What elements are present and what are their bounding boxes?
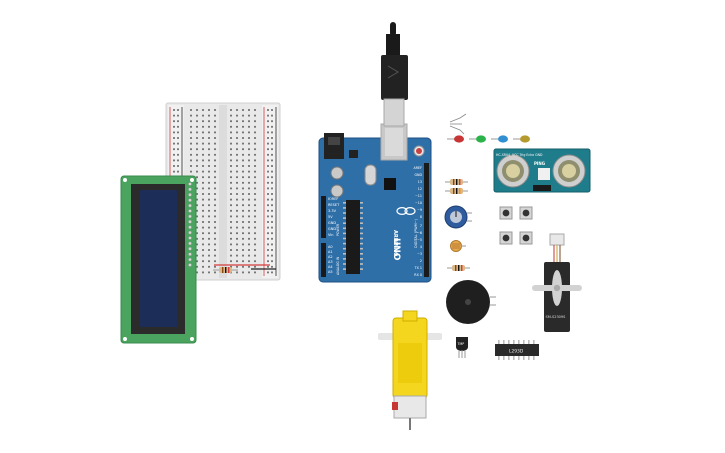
breadboard-resistor[interactable] — [213, 267, 238, 273]
svg-text:8: 8 — [420, 215, 422, 219]
svg-text:12: 12 — [418, 187, 422, 191]
arduino-uno[interactable]: IOREF RESET 3.3V 5V GND GND Vin A0 A1 A2… — [318, 123, 432, 283]
svg-text:~11: ~11 — [415, 194, 422, 198]
svg-text:RESET: RESET — [328, 203, 340, 207]
svg-text:A2: A2 — [328, 255, 333, 259]
svg-text:TX 1: TX 1 — [414, 266, 422, 270]
resistor-2[interactable] — [445, 188, 468, 194]
servo-label: SM-S2309S — [546, 315, 567, 319]
arduino-logo — [396, 207, 416, 216]
usb-cable[interactable] — [381, 22, 408, 127]
pushbutton-2[interactable] — [519, 206, 533, 220]
svg-text:A5: A5 — [328, 270, 333, 274]
svg-text:~9: ~9 — [417, 208, 422, 212]
svg-text:~3: ~3 — [417, 252, 422, 256]
potentiometer[interactable] — [444, 205, 472, 229]
arduino-power-label: POWER — [336, 223, 340, 236]
led-green[interactable] — [469, 135, 486, 143]
resistor-1[interactable] — [445, 179, 468, 185]
atmega-chip — [346, 200, 360, 274]
svg-text:13: 13 — [418, 180, 422, 184]
led-red[interactable] — [447, 135, 464, 143]
pushbutton-1[interactable] — [499, 206, 513, 220]
svg-text:AREF: AREF — [413, 166, 422, 170]
svg-text:IOREF: IOREF — [328, 197, 338, 201]
servo-motor[interactable]: SM-S2309S — [532, 233, 582, 332]
dc-gear-motor[interactable] — [378, 310, 442, 430]
component-leads-icon[interactable] — [449, 113, 467, 135]
svg-text:GND: GND — [414, 173, 422, 177]
power-jack[interactable] — [324, 133, 344, 159]
svg-text:A0: A0 — [328, 245, 333, 249]
svg-text:4: 4 — [420, 245, 422, 249]
arduino-model: UNO — [391, 238, 401, 261]
svg-text:3.3V: 3.3V — [328, 209, 337, 213]
lcd-screen — [140, 190, 177, 327]
svg-text:2: 2 — [420, 259, 422, 263]
svg-text:GND: GND — [328, 221, 336, 225]
svg-text:RX 0: RX 0 — [414, 273, 422, 277]
pushbutton-4[interactable] — [519, 231, 533, 245]
svg-text:A3: A3 — [328, 260, 333, 264]
lcd-pin-header[interactable] — [188, 182, 192, 267]
ultrasonic-chip-label: HC-SR04 — [496, 153, 510, 157]
svg-text:~6: ~6 — [417, 231, 422, 235]
arduino-digital-header-label: DIGITAL (PWM~) — [414, 218, 418, 248]
svg-text:7: 7 — [420, 224, 422, 228]
resistor-3[interactable] — [447, 265, 470, 271]
ultrasonic-vertical-label: PING — [534, 161, 545, 166]
arduino-analog-label: ANALOG IN — [336, 256, 340, 275]
svg-text:GND: GND — [328, 227, 336, 231]
svg-text:A4: A4 — [328, 265, 333, 269]
svg-text:5V: 5V — [328, 215, 333, 219]
led-yellow[interactable] — [513, 135, 530, 143]
motor-driver-label: L293D — [509, 349, 524, 355]
svg-text:Vin: Vin — [328, 233, 334, 237]
arduino-pin-labels-right: AREF GND 13 12 ~11 ~10 ~9 8 7 ~6 ~5 4 ~3… — [413, 166, 422, 277]
photoresistor[interactable] — [450, 240, 467, 252]
arduino-pin-labels-left: IOREF RESET 3.3V 5V GND GND Vin A0 A1 A2… — [328, 197, 340, 274]
arduino-brand: ARDUINO — [392, 230, 398, 256]
ultrasonic-header-label: VCC Trig Echo GND — [512, 153, 543, 157]
lcd-display[interactable] — [120, 175, 197, 344]
svg-text:A1: A1 — [328, 250, 333, 254]
svg-text:~10: ~10 — [415, 201, 422, 205]
temperature-sensor[interactable]: TMP — [456, 337, 468, 358]
temperature-sensor-label: TMP — [457, 342, 465, 346]
piezo-buzzer[interactable] — [446, 280, 496, 324]
pushbutton-3[interactable] — [499, 231, 513, 245]
ultrasonic-sensor[interactable]: VCC Trig Echo GND HC-SR04 PING — [493, 148, 591, 193]
led-blue[interactable] — [491, 135, 508, 143]
motor-driver-ic[interactable]: L293D — [495, 340, 539, 360]
svg-text:~5: ~5 — [417, 238, 422, 242]
